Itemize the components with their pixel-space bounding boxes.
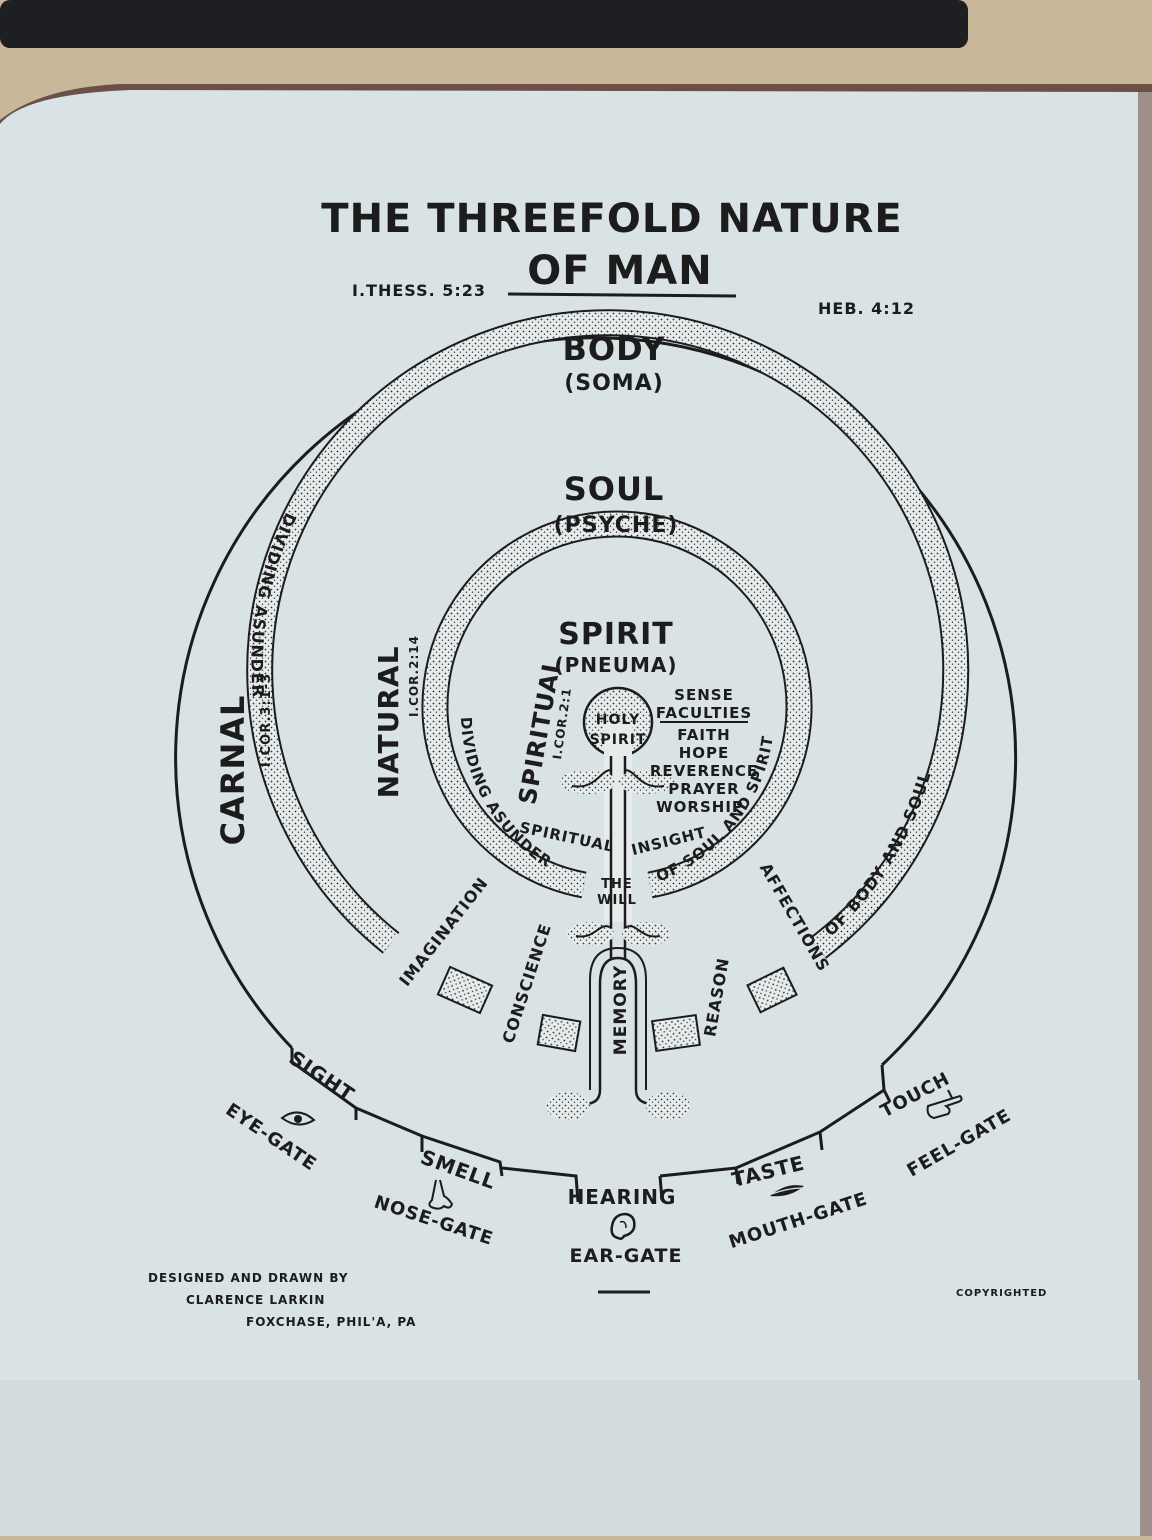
faculty-faculties: FACULTIES	[656, 704, 752, 722]
body-circle	[174, 336, 1018, 1067]
upper-branches	[571, 769, 665, 788]
book-page	[0, 90, 1152, 1536]
faculty-reverence: REVERENCE	[650, 762, 758, 780]
spirit-ring	[423, 512, 811, 897]
upper-branch-right	[618, 770, 674, 794]
will-the: THE	[601, 877, 633, 892]
affections-block	[746, 966, 798, 1014]
faculty-worship: WORSHIP	[656, 798, 744, 816]
gate-ear: EAR-GATE	[570, 1245, 683, 1267]
eye-icon	[280, 1111, 316, 1126]
memory-bulb-left	[546, 1092, 590, 1120]
gates-right-wall	[501, 1064, 892, 1203]
faculty-hope: HOPE	[679, 744, 730, 762]
title-line1: THE THREEFOLD NATURE	[321, 196, 902, 242]
page-edge	[1138, 92, 1152, 1536]
faculty-prayer: PRAYER	[668, 780, 739, 798]
imagination-block	[436, 965, 494, 1015]
spirit-label: SPIRIT	[558, 617, 673, 652]
faculty-faith: FAITH	[677, 726, 731, 744]
credit-line2: CLARENCE LARKIN	[186, 1293, 325, 1307]
stem-mask	[604, 722, 632, 922]
soul-ring	[248, 311, 968, 958]
spirit-greek: (PNEUMA)	[555, 653, 678, 677]
sense-hearing: HEARING	[568, 1185, 677, 1209]
will-label: WILL	[597, 893, 637, 908]
memory-bulb-right	[646, 1092, 690, 1120]
conscience-block	[536, 1013, 582, 1053]
faculty-sense: SENSE	[674, 686, 734, 704]
memory-chamber-outer	[589, 946, 647, 1090]
stem	[609, 756, 627, 960]
carnal-label: CARNAL	[214, 695, 252, 846]
title-line2: OF MAN	[527, 248, 713, 294]
ear-icon	[610, 1212, 636, 1240]
copyright-label: COPYRIGHTED	[956, 1288, 1047, 1299]
holy-label: HOLY	[596, 712, 641, 728]
credit-line3: FOXCHASE, PHIL'A, PA	[246, 1315, 416, 1329]
credit-line1: DESIGNED AND DRAWN BY	[148, 1271, 349, 1285]
body-label: BODY	[563, 330, 666, 368]
natural-label: NATURAL	[372, 646, 405, 799]
gates-left-wall	[290, 1048, 504, 1177]
mid-branches	[575, 925, 661, 938]
reason-block	[650, 1013, 702, 1053]
mouth-icon	[770, 1185, 804, 1197]
upper-branch-left	[560, 770, 616, 794]
body-greek: (SOMA)	[564, 371, 664, 396]
ref-right: HEB. 4:12	[818, 299, 915, 318]
title-underline	[507, 292, 737, 298]
hand-icon	[926, 1089, 963, 1120]
carnal-ref: I.COR.3:1-3	[259, 673, 274, 767]
soul-label: SOUL	[564, 470, 665, 508]
memory-label: MEMORY	[611, 965, 631, 1055]
holy-spirit-label: SPIRIT	[589, 732, 646, 748]
laptop-edge	[0, 0, 968, 48]
page-shadow	[0, 1380, 1140, 1536]
ref-left: I.THESS. 5:23	[352, 281, 486, 300]
nose-icon	[428, 1179, 454, 1210]
soul-greek: (PSYCHE)	[554, 513, 679, 538]
natural-ref: I.COR.2:14	[407, 635, 421, 717]
